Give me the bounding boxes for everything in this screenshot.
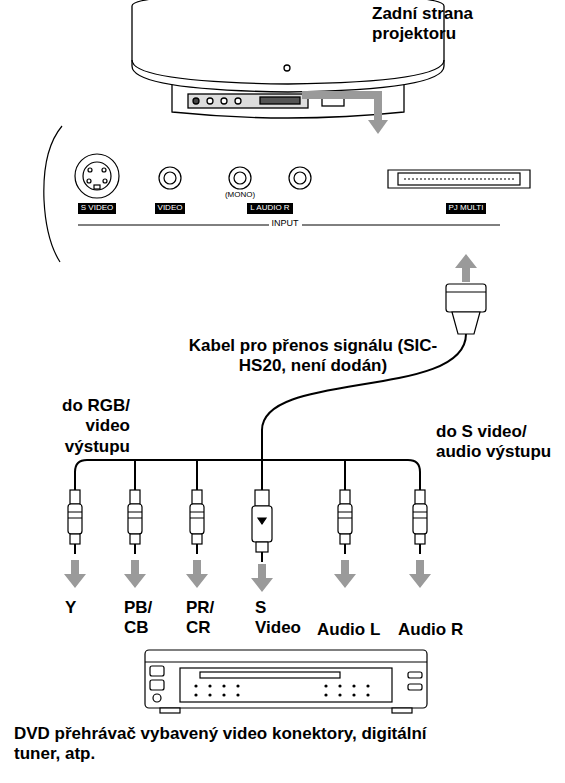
button-dot: [222, 684, 225, 687]
button-dot: [208, 684, 211, 687]
button-dot: [194, 693, 197, 696]
button-dot: [208, 693, 211, 696]
output-label: do RGB/ video výstupu: [18, 396, 130, 457]
jack-label: VIDEO: [155, 203, 186, 214]
device-caption: DVD přehrávač vybavený video konektory, …: [14, 724, 454, 765]
plug-label: Audio R: [398, 620, 478, 640]
button-dot: [194, 684, 197, 687]
plug-label: PB/ CB: [124, 598, 158, 639]
button-dot: [338, 693, 341, 696]
button-dot: [324, 684, 327, 687]
output-label: do S video/ audio výstupu: [436, 422, 556, 463]
panel-outline: [44, 126, 62, 262]
button-dot: [352, 684, 355, 687]
plug-label: S Video: [255, 598, 305, 639]
multi-plug: [446, 284, 486, 334]
button-dot: [338, 684, 341, 687]
button-dot: [236, 684, 239, 687]
dvd-player: [145, 650, 427, 713]
panel-jacks: [75, 154, 530, 198]
button-dot: [366, 693, 369, 696]
dvd-buttons: [194, 684, 369, 696]
s-video-plug: [252, 490, 272, 562]
button-dot: [366, 684, 369, 687]
plug-label: PR/ CR: [186, 598, 220, 639]
jack-label: L AUDIO R: [247, 203, 292, 214]
jack-label: PJ MULTI: [446, 203, 487, 214]
button-dot: [352, 693, 355, 696]
button-dot: [222, 693, 225, 696]
jack-label: (MONO): [225, 190, 255, 200]
plug-label: Y: [65, 598, 95, 618]
signal-cable: [75, 334, 466, 490]
button-dot: [236, 693, 239, 696]
jack-label: S VIDEO: [78, 203, 116, 214]
view-title: Zadní strana projektoru: [372, 4, 542, 45]
panel-label: INPUT: [269, 218, 302, 229]
cable-label: Kabel pro přenos signálu (SIC-HS20, není…: [188, 336, 438, 377]
button-dot: [324, 693, 327, 696]
plug-label: Audio L: [317, 620, 397, 640]
